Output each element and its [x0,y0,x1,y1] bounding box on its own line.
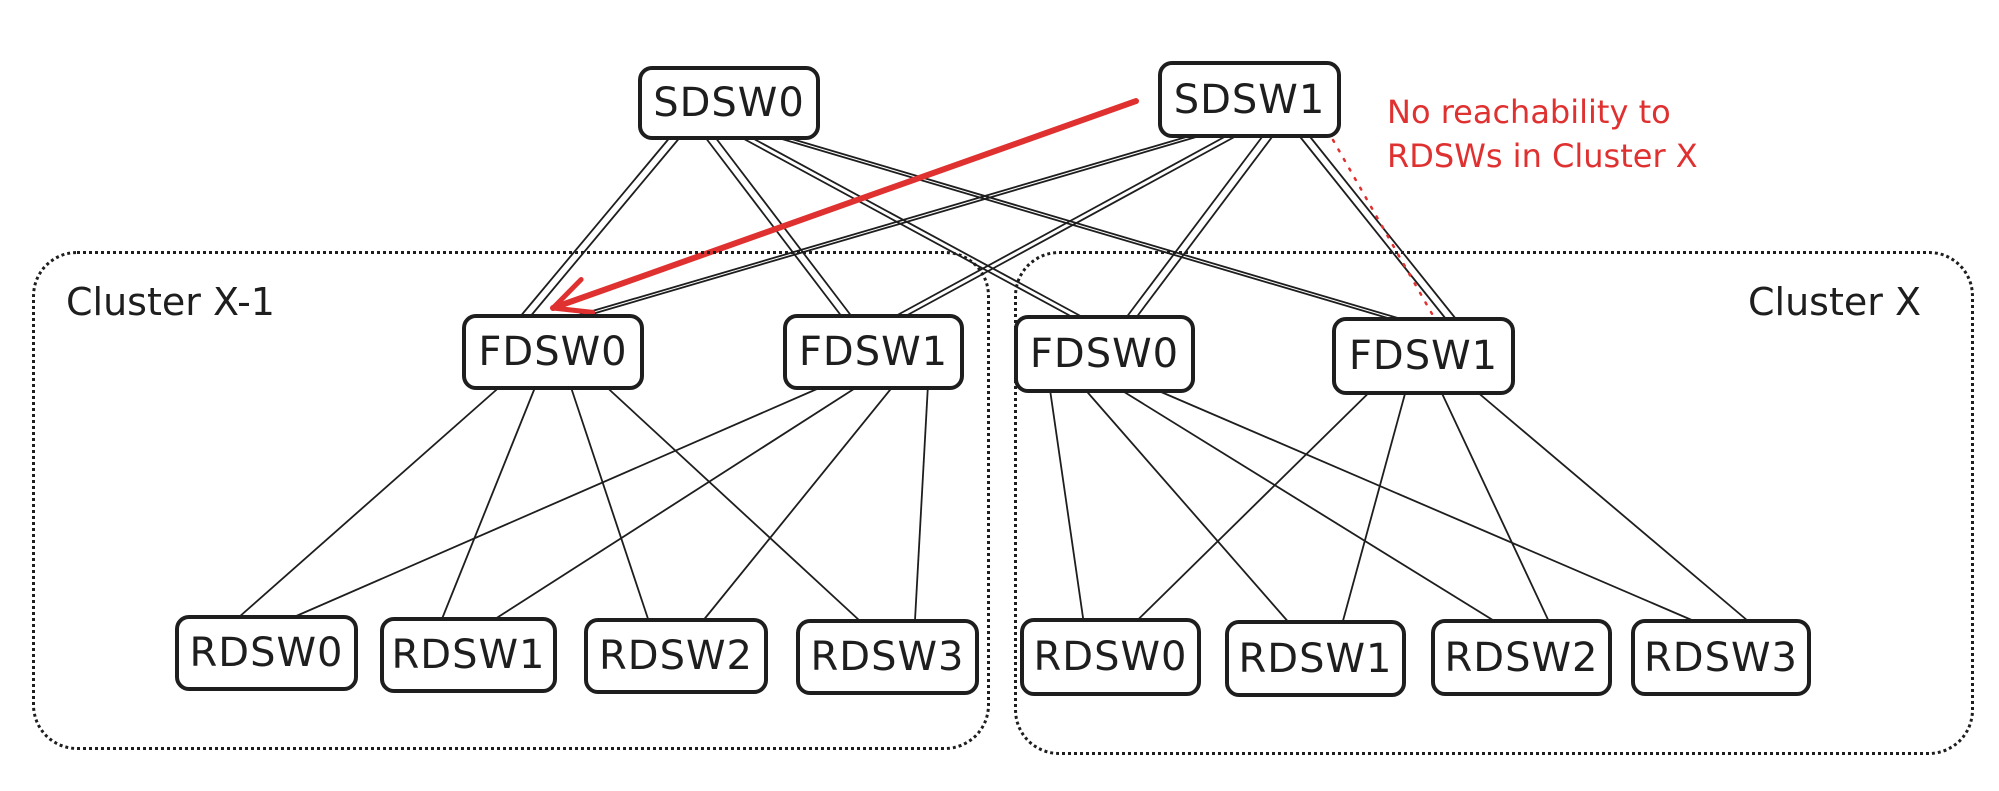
link-f1a-r1a [494,387,856,620]
node-label: RDSW3 [810,634,965,680]
link-sd1-f0b [1135,135,1274,318]
node-label: FDSW0 [1029,331,1180,377]
rack-switch-rdsw2-cluster-x-minus-1[interactable]: RDSW2 [584,618,768,694]
rack-switch-rdsw1-cluster-x[interactable]: RDSW1 [1225,620,1406,697]
link-f1a-r2a [702,387,893,621]
node-label: SDSW0 [653,80,805,126]
link-sd0-f1b [778,137,1392,320]
link-f1a-r0a [293,387,820,618]
node-label: RDSW1 [391,632,546,678]
no-reachability-annotation: No reachability to RDSWs in Cluster X [1387,90,1698,178]
failed-path-arrow [550,98,1139,311]
link-sd1-f1b [1298,135,1447,320]
node-label: RDSW2 [1444,634,1599,681]
link-sd1-f0b [1125,135,1264,318]
node-label: RDSW0 [1033,634,1188,680]
node-label: RDSW1 [1238,635,1393,682]
node-label: RDSW2 [599,633,753,679]
node-label: RDSW0 [189,630,344,676]
cluster-x-boundary [1014,251,1974,755]
link-f0b-r3b [1158,390,1695,622]
cluster-x-minus-1-boundary [32,251,990,750]
rack-switch-rdsw1-cluster-x-minus-1[interactable]: RDSW1 [380,617,557,693]
link-sd0-f0a [520,137,671,317]
link-f0a-r0a [238,387,499,618]
link-f1b-r1b [1341,392,1407,623]
annotation-line-2: RDSWs in Cluster X [1387,137,1698,175]
cluster-x-label: Cluster X [1748,280,1921,324]
link-sd0-f1b [788,137,1402,320]
link-f0a-r2a [570,387,650,621]
node-label: SDSW1 [1173,76,1326,123]
link-sd1-f0a [585,135,1200,317]
rack-switch-rdsw3-cluster-x[interactable]: RDSW3 [1631,619,1811,696]
link-f1b-r3b [1477,392,1749,622]
node-label: RDSW3 [1644,634,1798,681]
fabric-switch-fdsw1-cluster-x[interactable]: FDSW1 [1332,317,1515,395]
fabric-switch-fdsw1-cluster-x-minus-1[interactable]: FDSW1 [783,314,964,390]
cluster-x-minus-1-label: Cluster X-1 [66,280,275,324]
rack-switch-rdsw0-cluster-x-minus-1[interactable]: RDSW0 [175,615,358,691]
rack-switch-rdsw3-cluster-x-minus-1[interactable]: RDSW3 [796,619,979,695]
annotation-line-1: No reachability to [1387,93,1671,131]
fabric-switch-fdsw0-cluster-x[interactable]: FDSW0 [1014,315,1195,393]
link-f1b-r2b [1440,392,1550,622]
link-f0a-r3a [606,387,861,622]
node-label: FDSW1 [798,329,949,375]
node-label: FDSW0 [478,329,628,375]
spine-switch-sdsw1[interactable]: SDSW1 [1158,61,1341,138]
spine-switch-sdsw0[interactable]: SDSW0 [638,66,820,140]
link-f1a-r3a [914,387,929,622]
link-sd1-f0a [575,135,1190,317]
overlay-layer [550,98,1434,317]
arrow-head-icon [550,277,584,311]
arrow-head-icon [550,305,596,315]
annotation-pointer [1331,138,1434,317]
link-f0b-r0b [1049,390,1085,621]
links-layer [238,135,1749,623]
node-label: FDSW1 [1348,333,1499,379]
link-f0b-r1b [1085,390,1290,623]
fabric-switch-fdsw0-cluster-x-minus-1[interactable]: FDSW0 [462,314,644,390]
rack-switch-rdsw0-cluster-x[interactable]: RDSW0 [1020,618,1201,696]
link-sd0-f0a [530,137,681,317]
link-f1b-r0b [1137,392,1370,621]
link-f0a-r1a [441,387,536,620]
rack-switch-rdsw2-cluster-x[interactable]: RDSW2 [1431,619,1612,696]
link-f0b-r2b [1122,390,1495,622]
